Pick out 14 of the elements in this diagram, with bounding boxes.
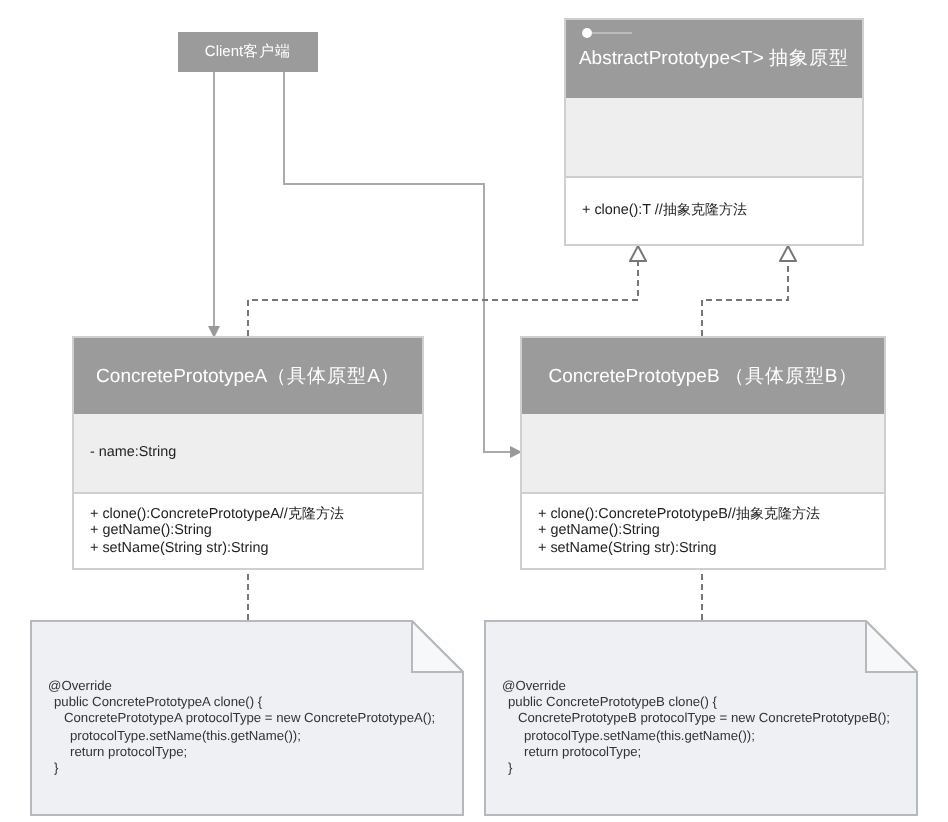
- association-arrow: [208, 71, 220, 338]
- class-name: ConcretePrototypeA（具体原型A）: [96, 363, 400, 389]
- association-arrow: [283, 71, 522, 458]
- realization-arrow: [247, 245, 647, 337]
- class-name: AbstractPrototype<T> 抽象原型: [578, 46, 850, 72]
- class-box: [564, 18, 864, 246]
- note-box: [30, 620, 464, 816]
- class-box: [520, 336, 886, 570]
- note-connector: [701, 569, 703, 621]
- note-connector: [247, 569, 249, 621]
- realization-arrow: [701, 245, 797, 337]
- class-box: [72, 336, 424, 570]
- class-name: ConcretePrototypeB （具体原型B）: [548, 363, 858, 389]
- note-box: [484, 620, 918, 816]
